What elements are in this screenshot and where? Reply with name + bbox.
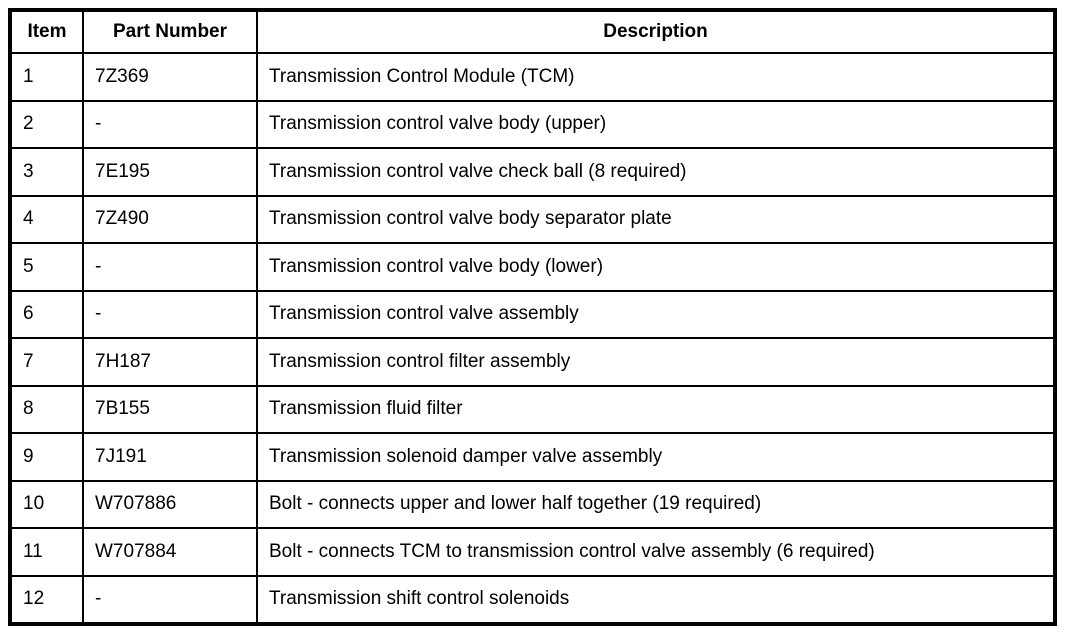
item-cell: 9	[9, 432, 84, 482]
part-number-cell: W707886	[82, 479, 258, 529]
part-number-cell: -	[82, 289, 258, 339]
part-number-cell: 7Z369	[82, 52, 258, 102]
item-cell: 4	[9, 194, 84, 244]
description-cell: Transmission control valve body (upper)	[256, 99, 1056, 149]
item-cell: 6	[9, 289, 84, 339]
description-cell: Transmission solenoid damper valve assem…	[256, 432, 1056, 482]
item-cell: 11	[9, 527, 84, 577]
part-number-cell: 7B155	[82, 384, 258, 434]
part-number-cell: 7Z490	[82, 194, 258, 244]
part-number-cell: -	[82, 242, 258, 292]
table-row: 2-Transmission control valve body (upper…	[9, 99, 1056, 149]
part-number-cell: 7H187	[82, 337, 258, 387]
description-cell: Transmission control filter assembly	[256, 337, 1056, 387]
part-number-cell: 7J191	[82, 432, 258, 482]
item-cell: 2	[9, 99, 84, 149]
description-cell: Transmission shift control solenoids	[256, 574, 1056, 625]
table-row: 5-Transmission control valve body (lower…	[9, 242, 1056, 292]
part-number-cell: 7E195	[82, 147, 258, 197]
description-cell: Transmission control valve body (lower)	[256, 242, 1056, 292]
item-cell: 10	[9, 479, 84, 529]
part-number-cell: W707884	[82, 527, 258, 577]
description-cell: Transmission control valve check ball (8…	[256, 147, 1056, 197]
item-cell: 8	[9, 384, 84, 434]
part-number-cell: -	[82, 574, 258, 625]
table-row: 12-Transmission shift control solenoids	[9, 574, 1056, 625]
item-cell: 5	[9, 242, 84, 292]
item-cell: 1	[9, 52, 84, 102]
description-cell: Transmission control valve assembly	[256, 289, 1056, 339]
part-number-cell: -	[82, 99, 258, 149]
table-header-row: Item Part Number Description	[9, 9, 1056, 54]
description-cell: Transmission fluid filter	[256, 384, 1056, 434]
header-item: Item	[9, 9, 84, 54]
description-cell: Bolt - connects TCM to transmission cont…	[256, 527, 1056, 577]
header-description: Description	[256, 9, 1056, 54]
header-part-number: Part Number	[82, 9, 258, 54]
table-row: 6-Transmission control valve assembly	[9, 289, 1056, 339]
item-cell: 3	[9, 147, 84, 197]
description-cell: Transmission Control Module (TCM)	[256, 52, 1056, 102]
description-cell: Bolt - connects upper and lower half tog…	[256, 479, 1056, 529]
item-cell: 12	[9, 574, 84, 625]
description-cell: Transmission control valve body separato…	[256, 194, 1056, 244]
item-cell: 7	[9, 337, 84, 387]
